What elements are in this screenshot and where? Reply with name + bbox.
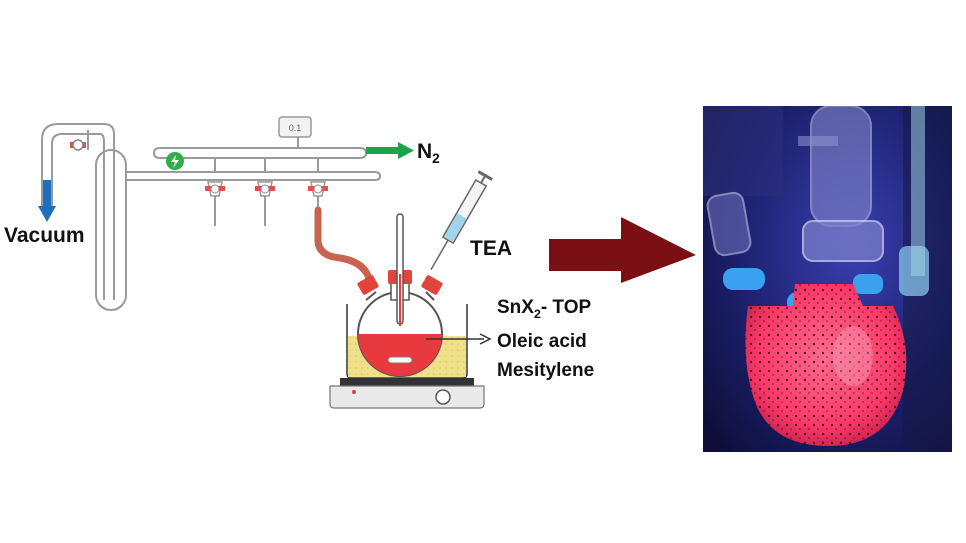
manifold-stopcocks [205,181,328,226]
green-valve-icon [166,152,184,170]
fluorescent-flask-photo [703,106,952,452]
compound-label-mesitylene: Mesitylene [497,360,595,381]
n2-label: N2 [417,140,440,167]
gauge-readout: 0.1 [289,123,302,133]
vacuum-trap [41,123,382,311]
pointer-arrow-icon [426,333,492,345]
flow-arrow-icon [549,217,696,283]
tea-label: TEA [470,237,512,260]
syringe-icon [430,170,493,270]
trap-stopcock [70,139,86,151]
compound-label-sn: SnX2- TOP [497,297,592,321]
vacuum-arrow-icon [38,180,56,222]
round-bottom-flask [357,213,443,377]
hot-plate-stirrer [329,378,485,409]
manifold [152,136,368,172]
pressure-gauge-icon: 0.1 [278,116,312,138]
n2-arrow-icon [366,142,414,159]
vacuum-label: Vacuum [4,224,85,247]
compound-label-oleic-acid: Oleic acid [497,331,587,352]
rubber-hose [314,206,374,286]
